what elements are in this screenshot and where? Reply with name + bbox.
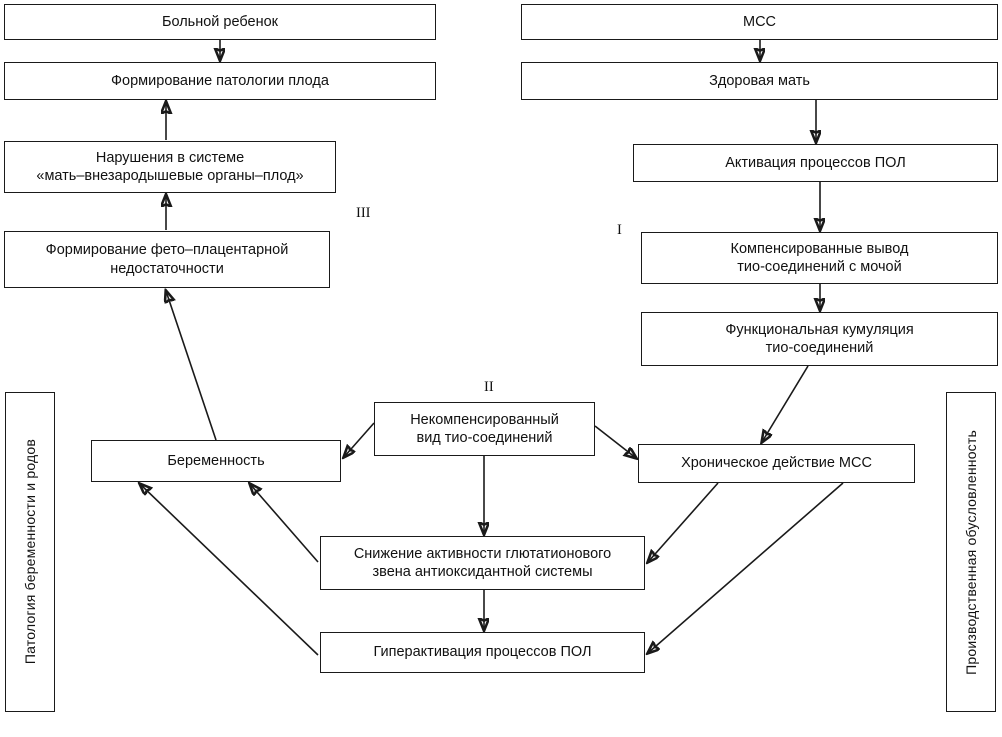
marker-ii: II [484, 379, 494, 395]
edge-uncompensated-to-pregnancy [344, 422, 375, 457]
side-label-pregnancy-pathology: Патология беременности и родов [5, 392, 55, 712]
side-label-occupational-causation: Производственная обусловленность [946, 392, 996, 712]
node-label: Нарушения в системе«мать–внезародышевые … [36, 149, 304, 184]
node-label: МСС [742, 13, 777, 30]
edge-glutathione-decline-to-pregnancy [250, 484, 319, 563]
marker-i: I [617, 222, 622, 238]
node-system-disorders[interactable]: Нарушения в системе«мать–внезародышевые … [4, 141, 336, 193]
node-healthy-mother[interactable]: Здоровая мать [521, 62, 998, 100]
node-label: Хроническое действие МСС [681, 455, 872, 472]
side-label-text: Производственная обусловленность [963, 429, 979, 675]
node-fetal-pathology[interactable]: Формирование патологии плода [4, 62, 436, 100]
edge-pregnancy-to-fetoplacental [166, 291, 217, 441]
edge-uncompensated-to-chronic-mss [594, 425, 636, 458]
edge-lpo-hyperactivation-to-pregnancy [140, 484, 319, 656]
side-label-text: Патология беременности и родов [22, 439, 38, 665]
node-label: Здоровая мать [709, 72, 810, 89]
node-lpo-hyperactivation[interactable]: Гиперактивация процессов ПОЛ [320, 632, 645, 673]
node-mss[interactable]: МСС [521, 4, 998, 40]
edge-chronic-mss-to-lpo-hyperactivation [648, 482, 844, 653]
node-label: Беременность [167, 452, 265, 469]
node-pregnancy[interactable]: Беременность [91, 440, 341, 482]
node-label: Формирование патологии плода [111, 72, 329, 89]
node-label: Гиперактивация процессов ПОЛ [373, 644, 592, 661]
edge-chronic-mss-to-glutathione-decline [648, 482, 719, 562]
marker-iii: III [356, 205, 371, 221]
node-sick-child[interactable]: Больной ребенок [4, 4, 436, 40]
node-label: Активация процессов ПОЛ [725, 154, 906, 171]
node-chronic-mss-action[interactable]: Хроническое действие МСС [638, 444, 915, 483]
edge-functional-cumul-to-chronic-mss [762, 365, 809, 442]
node-lpo-activation[interactable]: Активация процессов ПОЛ [633, 144, 998, 182]
node-label: Больной ребенок [161, 13, 279, 30]
